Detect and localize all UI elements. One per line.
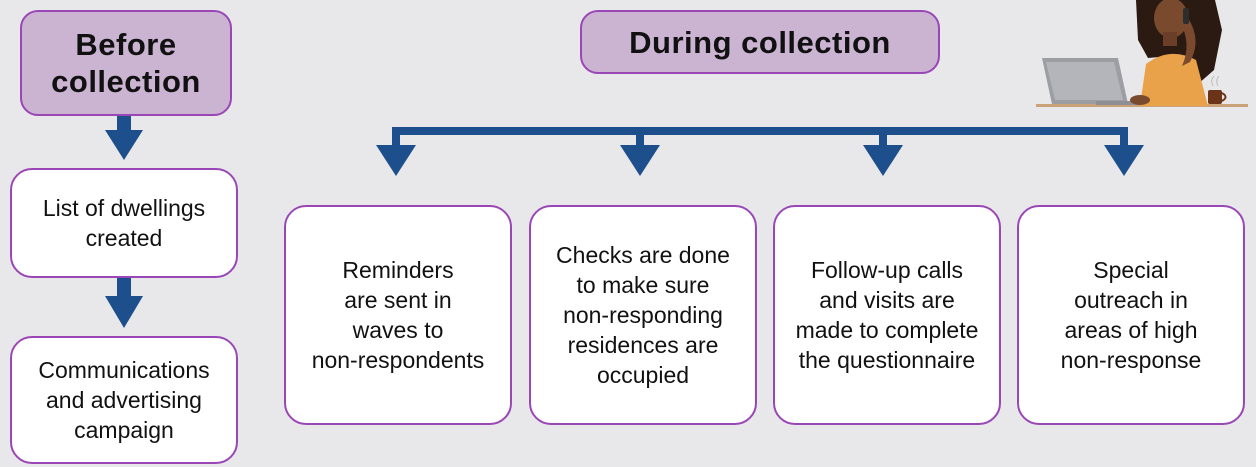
branch-connector — [392, 127, 1128, 148]
step-text-line: outreach in — [1074, 287, 1188, 313]
step-text-line: made to complete — [795, 317, 979, 343]
step-occupancy-checks: Checks are done to make sure non-respond… — [529, 205, 757, 425]
step-text-line: List of dwellings — [42, 195, 206, 221]
arrow-before-to-dwellings — [105, 116, 143, 160]
step-reminders: Reminders are sent in waves to non-respo… — [284, 205, 512, 425]
step-text-line: and advertising — [45, 387, 202, 413]
during-collection-header: During collection — [580, 10, 940, 74]
before-header-line-1: Before — [75, 27, 177, 62]
step-text-line: non-responding — [563, 302, 723, 328]
arrow-to-checks — [620, 145, 660, 176]
step-text-line: waves to — [352, 317, 444, 343]
step-text-line: occupied — [596, 362, 690, 388]
before-collection-header: Before collection — [20, 10, 232, 116]
step-text-line: the questionnaire — [798, 347, 976, 373]
step-text-line: and visits are — [819, 287, 955, 313]
during-header-label: During collection — [629, 24, 891, 60]
arrow-to-followup — [863, 145, 903, 176]
step-text-line: created — [85, 225, 163, 251]
step-communications-campaign: Communications and advertising campaign — [10, 336, 238, 464]
step-follow-up-calls: Follow-up calls and visits are made to c… — [773, 205, 1001, 425]
arrow-dwellings-to-comms — [105, 278, 143, 328]
step-list-of-dwellings: List of dwellings created — [10, 168, 238, 278]
arrow-to-outreach — [1104, 145, 1144, 176]
step-text-line: residences are — [567, 332, 719, 358]
step-text-line: Communications — [38, 357, 210, 383]
step-text-line: are sent in — [344, 287, 452, 313]
step-text-line: Reminders — [342, 257, 454, 283]
step-text-line: Follow-up calls — [810, 257, 964, 283]
before-header-line-2: collection — [51, 64, 201, 99]
step-text-line: non-respondents — [311, 347, 485, 373]
person-on-phone-at-laptop-illustration — [1036, 0, 1248, 107]
step-text-line: areas of high — [1064, 317, 1198, 343]
arrow-to-reminders — [376, 145, 416, 176]
step-text-line: Special — [1093, 257, 1169, 283]
step-text-line: Checks are done — [556, 242, 730, 268]
step-text-line: to make sure — [576, 272, 710, 298]
step-text-line: non-response — [1060, 347, 1202, 373]
step-text-line: campaign — [74, 417, 174, 443]
step-special-outreach: Special outreach in areas of high non-re… — [1017, 205, 1245, 425]
